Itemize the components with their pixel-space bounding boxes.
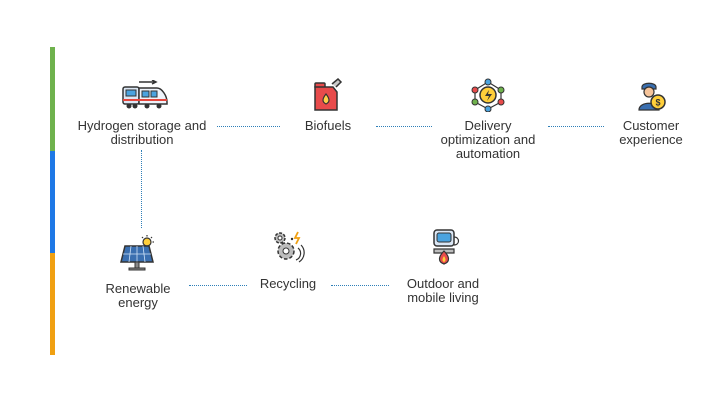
node-label: Biofuels [304, 118, 352, 133]
recycling-gears-icon [271, 229, 307, 270]
fuel-canister-icon [312, 77, 344, 117]
node-renewable-label: Renewable energy [92, 282, 184, 310]
network-hub-icon [471, 78, 505, 117]
connector-hydrogen-biofuels [217, 126, 280, 127]
node-customer-label: Customer experience [608, 119, 694, 147]
hydrogen-train-icon [121, 79, 169, 115]
node-label: Customer experience [619, 118, 683, 147]
solar-panel-icon [119, 235, 157, 276]
node-label: Recycling [259, 276, 317, 291]
connector-hydrogen-renewable [141, 150, 142, 228]
accent-bar-green [50, 47, 55, 151]
camping-stove-icon [428, 227, 464, 270]
node-recycling-label: Recycling [250, 277, 326, 291]
node-label: Renewable energy [105, 281, 171, 310]
connector-recycling-outdoor [331, 285, 389, 286]
node-biofuels-label: Biofuels [288, 119, 368, 133]
node-outdoor-label: Outdoor and mobile living [390, 277, 496, 305]
connector-renewable-recycling [189, 285, 247, 286]
customer-person-icon: $ [636, 80, 668, 117]
node-delivery-label: Delivery optimization and automation [430, 119, 546, 161]
node-hydrogen-label: Hydrogen storage and distribution [68, 119, 216, 147]
accent-bar-orange [50, 253, 55, 355]
accent-bar-blue [50, 151, 55, 253]
node-label: Delivery optimization and automation [440, 118, 536, 161]
node-label: Outdoor and mobile living [406, 276, 480, 305]
connector-delivery-customer [548, 126, 604, 127]
connector-biofuels-delivery [376, 126, 432, 127]
node-label: Hydrogen storage and distribution [77, 118, 207, 147]
svg-text:$: $ [655, 98, 660, 108]
